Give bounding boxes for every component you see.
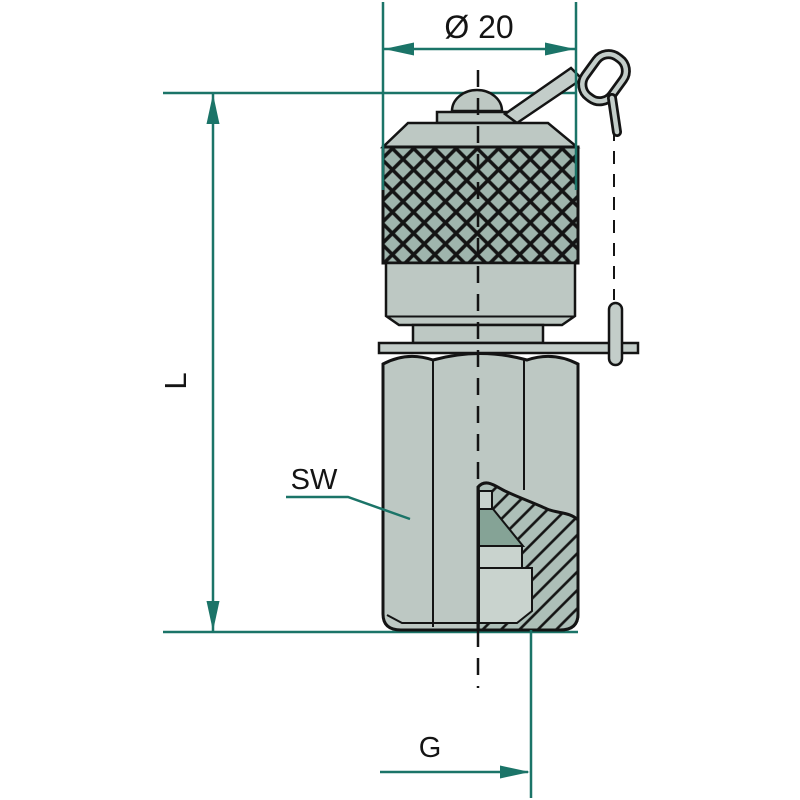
arrow-right-icon bbox=[500, 765, 530, 779]
wire-link-fill bbox=[609, 95, 620, 135]
thread-dimension: G bbox=[380, 630, 533, 798]
wrench-size-leader-line bbox=[286, 495, 411, 521]
arrow-left-icon bbox=[384, 42, 414, 56]
arrow-right-icon bbox=[545, 42, 575, 56]
bore-lower bbox=[478, 567, 533, 624]
wrench-size-callout: SW bbox=[286, 464, 411, 521]
retaining-pin bbox=[607, 301, 624, 367]
bore-upper bbox=[478, 545, 523, 569]
arrow-down-icon bbox=[206, 601, 220, 631]
hex-bottom-chamfer bbox=[386, 614, 477, 624]
length-dimension-front: L bbox=[158, 94, 220, 631]
section-cutaway bbox=[476, 481, 580, 632]
key-ring-icon bbox=[577, 49, 631, 107]
washer-plate bbox=[377, 341, 640, 355]
thread-label: G bbox=[419, 732, 442, 764]
wrench-size-label: SW bbox=[291, 464, 338, 496]
knurl-pattern bbox=[381, 145, 580, 265]
bore-notch bbox=[478, 490, 493, 510]
length-dimension-back bbox=[163, 91, 578, 634]
cap-chamfer bbox=[379, 121, 581, 149]
diameter-dimension: Ø 20 bbox=[381, 2, 578, 190]
diameter-label: Ø 20 bbox=[444, 9, 513, 45]
length-label: L bbox=[158, 372, 193, 389]
arrow-up-icon bbox=[206, 94, 220, 124]
coupling-part bbox=[377, 49, 640, 688]
lanyard-arm bbox=[502, 66, 584, 125]
